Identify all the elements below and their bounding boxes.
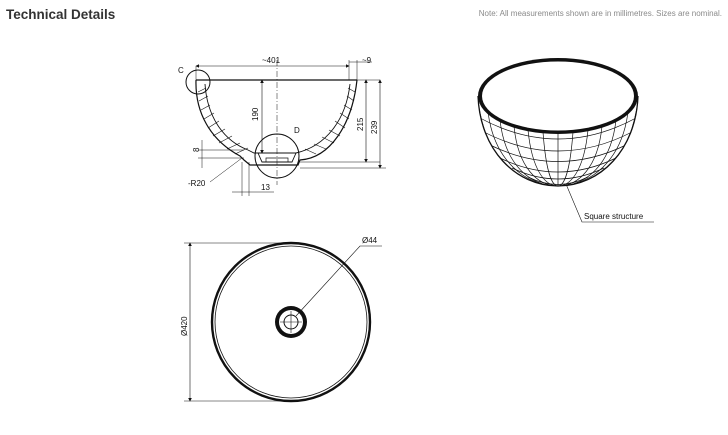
side-section-view: C D ~401 ~9 190 215 239 8 -R20 [178,56,386,196]
dim-190: 190 [251,107,260,121]
measurement-note: Note: All measurements shown are in mill… [478,9,722,18]
dim-drain: Ø44 [362,236,378,245]
dim-215: 215 [356,117,365,131]
dim-diameter: Ø420 [180,316,189,336]
perspective-view: Square structure [477,58,654,223]
dim-width: ~401 [262,56,281,65]
section-title: Technical Details [6,7,116,22]
dim-8: 8 [192,147,201,152]
detail-c-label: C [178,66,184,75]
detail-d-label: D [294,126,300,135]
dim-rim: ~9 [362,56,372,65]
section-hatch [197,87,356,155]
top-view: Ø420 Ø44 [180,236,382,403]
dim-239: 239 [370,120,379,134]
dim-r20: -R20 [188,179,206,188]
dim-13: 13 [261,183,270,192]
square-structure-label: Square structure [584,212,644,221]
